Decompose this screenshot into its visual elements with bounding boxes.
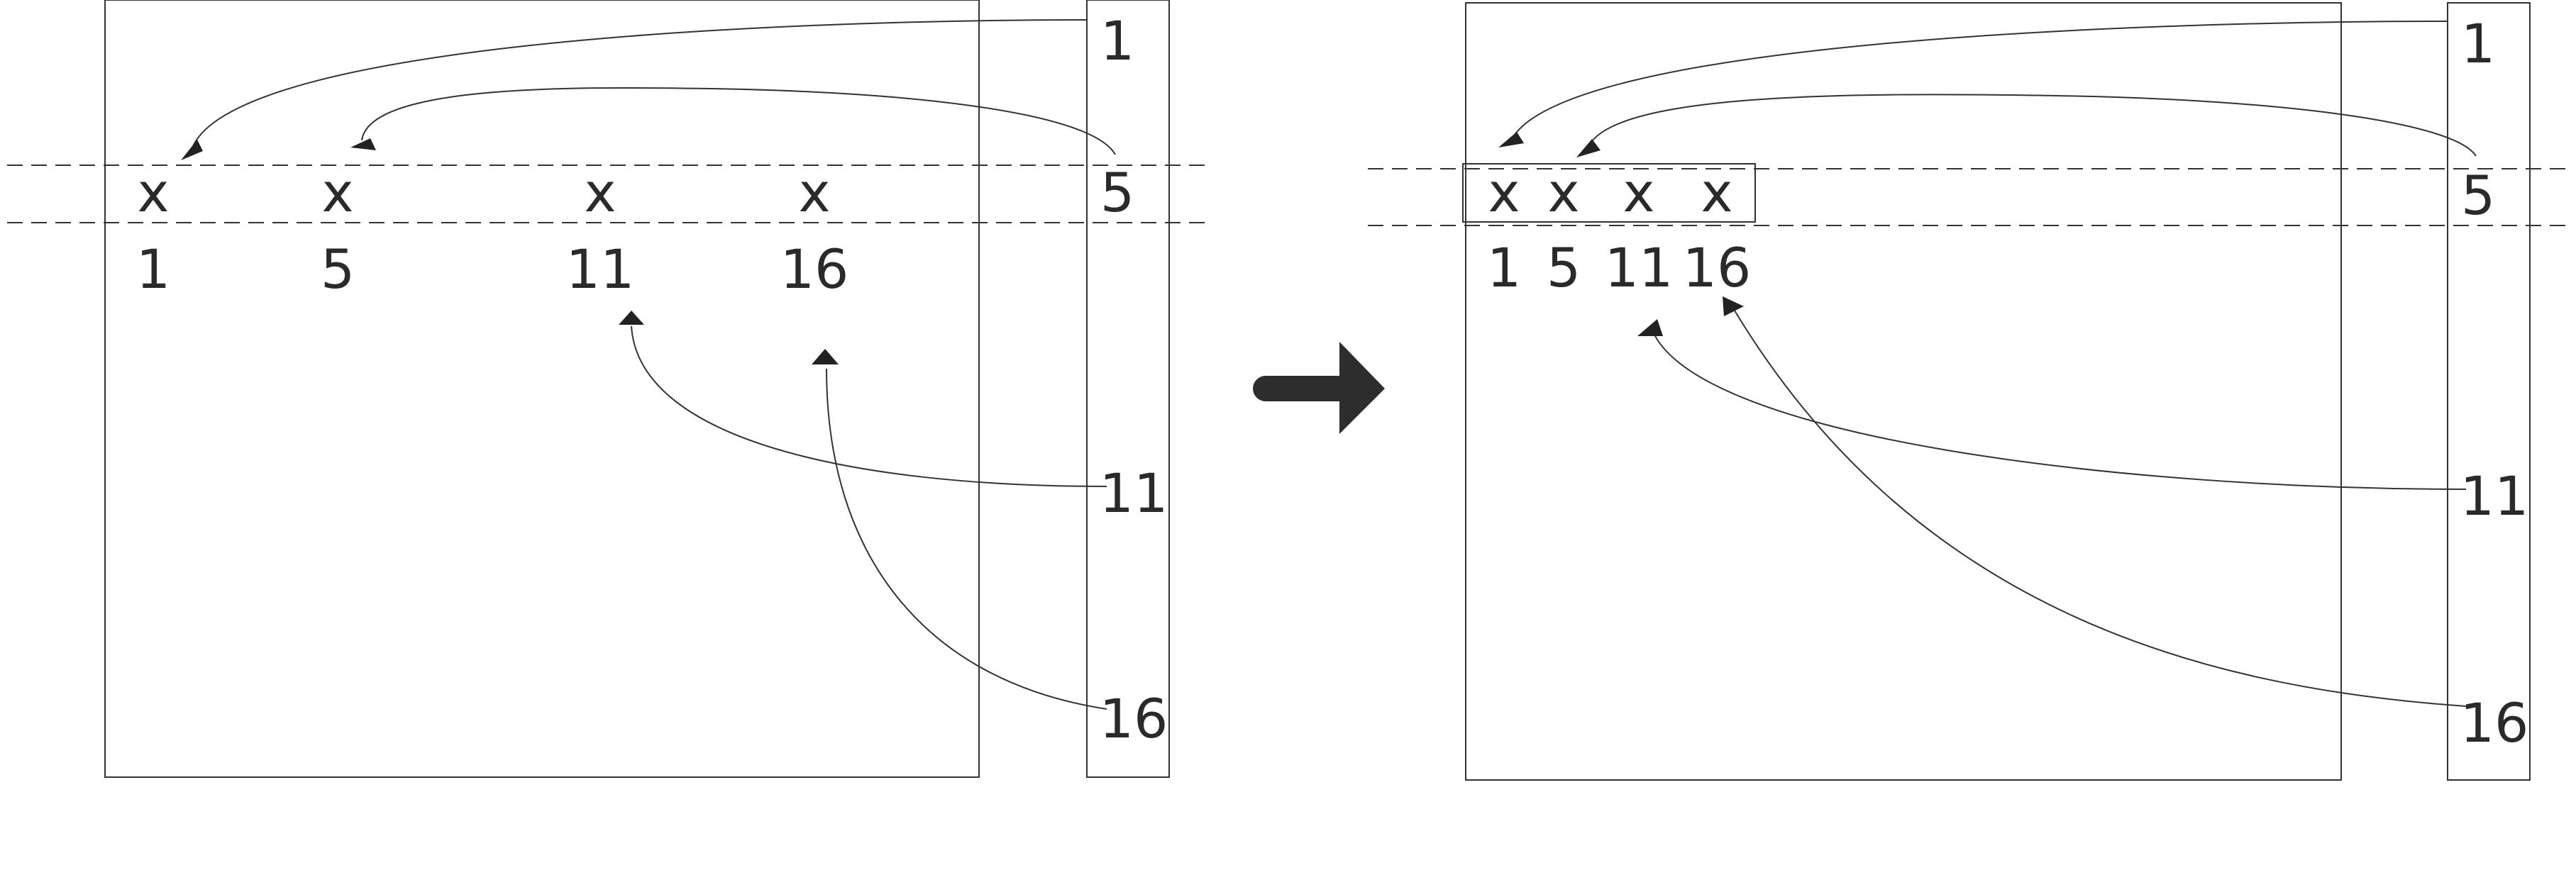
- right-arrow-1: [1510, 21, 2448, 141]
- left-mark-5: x: [322, 161, 354, 224]
- right-index-16: 16: [1683, 236, 1752, 299]
- left-column-value-11: 11: [1100, 462, 1168, 525]
- left-column-frame: [1086, 0, 1170, 778]
- right-mark-1: x: [1488, 161, 1520, 224]
- right-column-frame: [2447, 2, 2531, 781]
- right-arrow-16: [1734, 310, 2467, 707]
- right-matrix-frame: [1465, 2, 2342, 781]
- left-arrow-16: [826, 368, 1107, 710]
- right-column-value-5: 5: [2461, 164, 2495, 227]
- left-arrowhead-1: [181, 140, 203, 160]
- left-arrow-5: [361, 87, 1116, 155]
- left-arrowhead-16: [812, 349, 839, 364]
- left-column-value-1: 1: [1100, 9, 1134, 72]
- left-index-11: 11: [566, 238, 635, 301]
- left-mark-11: x: [585, 161, 617, 224]
- left-arrowhead-11: [619, 311, 644, 325]
- right-column-value-11: 11: [2460, 464, 2529, 528]
- right-column-value-1: 1: [2461, 12, 2495, 75]
- right-arrowhead-16: [1723, 296, 1744, 316]
- left-column-value-5: 5: [1100, 161, 1134, 224]
- left-index-1: 1: [136, 238, 170, 301]
- left-matrix-frame: [104, 0, 980, 778]
- left-panel: x x x x 1 5 11 16 1 5 11 16: [7, 0, 1206, 778]
- left-mark-16: x: [799, 161, 831, 224]
- right-arrow-icon: [1253, 342, 1385, 434]
- left-arrowhead-5: [350, 138, 376, 150]
- right-arrow-5: [1588, 94, 2477, 157]
- right-arrow-11: [1652, 331, 2467, 490]
- left-column-value-16: 16: [1100, 687, 1168, 750]
- left-arrow-1: [189, 19, 1088, 155]
- right-index-11: 11: [1605, 236, 1674, 299]
- right-mark-16: x: [1701, 161, 1733, 224]
- right-mark-5: x: [1548, 161, 1580, 224]
- left-arrow-11: [631, 325, 1107, 487]
- right-arrowhead-5: [1576, 139, 1601, 157]
- right-packed-row-box: [1462, 163, 1756, 223]
- right-arrowhead-11: [1637, 319, 1663, 336]
- right-index-5: 5: [1547, 236, 1581, 299]
- right-panel: x x x x 1 5 11 16 1 5 11 16: [1368, 2, 2572, 781]
- right-mark-11: x: [1623, 161, 1655, 224]
- left-index-5: 5: [321, 238, 355, 301]
- right-arrowhead-1: [1498, 132, 1524, 147]
- left-mark-1: x: [138, 161, 170, 224]
- right-index-1: 1: [1487, 236, 1521, 299]
- left-index-16: 16: [780, 238, 849, 301]
- right-column-value-16: 16: [2460, 691, 2529, 754]
